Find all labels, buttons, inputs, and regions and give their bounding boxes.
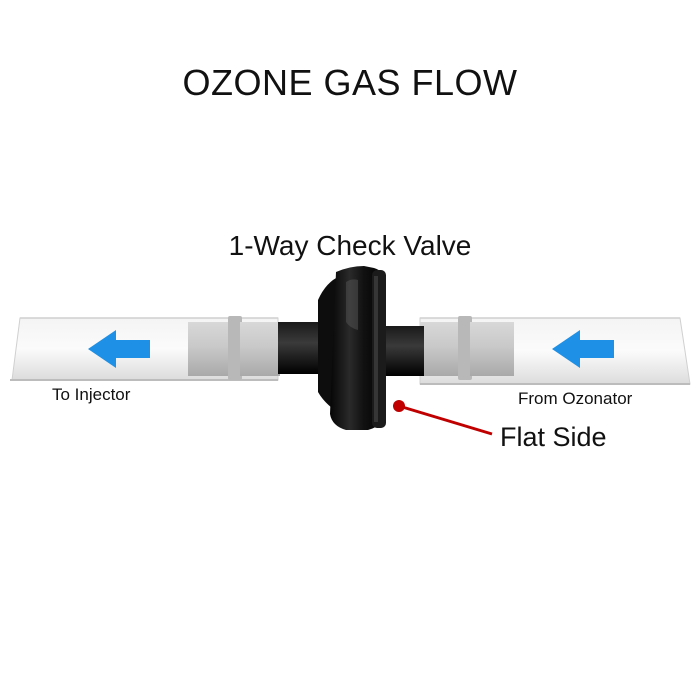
valve-name-label: 1-Way Check Valve [228, 230, 472, 261]
left-valve-stem [278, 322, 322, 374]
left-barb-fitting [188, 316, 280, 380]
from-ozonator-label: From Ozonator [518, 389, 633, 408]
right-flow-arrow [552, 330, 614, 368]
left-flow-arrow [88, 330, 150, 368]
right-valve-stem [380, 326, 424, 376]
page-title: OZONE GAS FLOW [182, 62, 518, 103]
flat-side-label: Flat Side [500, 422, 607, 452]
flat-side-callout [393, 400, 493, 436]
to-injector-label: To Injector [52, 385, 131, 404]
right-barb-fitting [420, 316, 514, 380]
valve-body [318, 266, 386, 430]
